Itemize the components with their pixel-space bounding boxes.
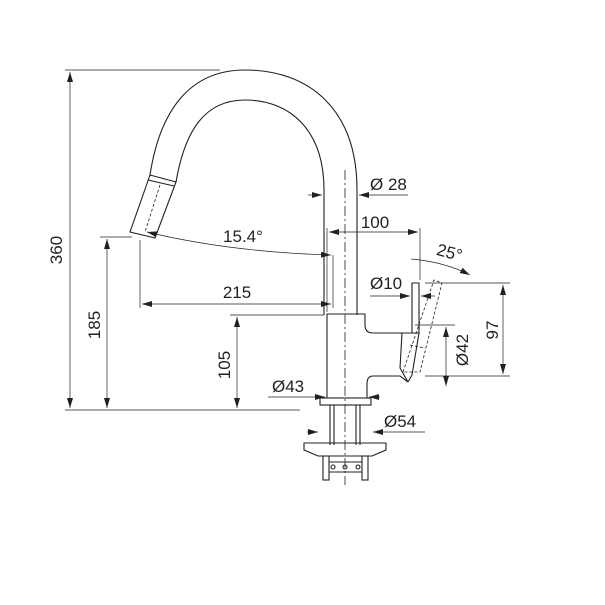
base-plate <box>303 442 387 457</box>
mounting-nuts <box>322 455 369 481</box>
spout-outer <box>149 69 358 315</box>
flange <box>319 397 372 406</box>
label-360: 360 <box>47 236 66 264</box>
label-d10: Ø10 <box>370 274 402 293</box>
label-d43: Ø43 <box>272 377 304 396</box>
shank <box>329 405 361 445</box>
label-185: 185 <box>85 311 104 339</box>
handle-lower <box>402 332 420 383</box>
label-15-4: 15.4° <box>223 227 263 246</box>
label-d54: Ø54 <box>384 412 416 431</box>
angle-25 <box>410 258 471 276</box>
label-25: 25° <box>435 240 465 265</box>
body <box>326 313 409 398</box>
spout-inner <box>175 99 325 315</box>
label-100: 100 <box>361 213 389 232</box>
faucet-outline <box>129 69 443 485</box>
handle-lever <box>411 282 420 333</box>
label-105: 105 <box>215 351 234 379</box>
label-97: 97 <box>483 321 502 340</box>
nozzle-axis <box>144 184 161 233</box>
label-d42: Ø42 <box>453 334 472 366</box>
label-d28: Ø 28 <box>370 175 407 194</box>
angle-15 <box>146 231 332 258</box>
dimension-lines <box>65 69 510 435</box>
handle-rotated <box>402 279 443 373</box>
label-215: 215 <box>223 283 251 302</box>
